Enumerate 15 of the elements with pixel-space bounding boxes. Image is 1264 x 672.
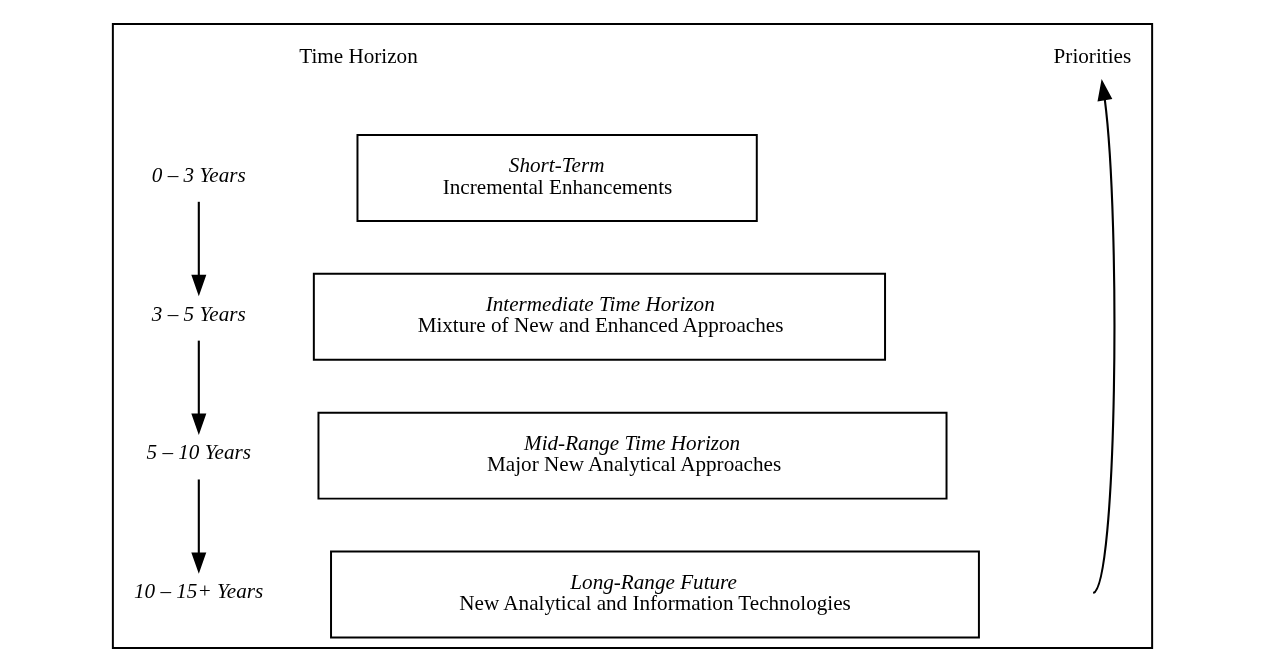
arrow — [1091, 79, 1115, 594]
node-box: Intermediate Time Horizon Mixture of New and Enhanced Approaches — [312, 272, 886, 361]
arrow — [190, 201, 206, 297]
label: Time Horizon — [298, 44, 418, 69]
arrow — [190, 479, 206, 574]
node-text: 0 – 3 Years — [151, 162, 246, 187]
node-text: 3 – 5 Years — [151, 301, 246, 326]
arrow — [190, 340, 206, 436]
cluster — [111, 22, 1153, 650]
node-box: Short-Term Incremental Enhancements — [356, 134, 758, 222]
node-box: Mid-Range Time Horizon Major New Analytical Approaches — [317, 411, 947, 500]
node-box: Long-Range Future New Analytical and Information Technologies — [329, 550, 980, 639]
node-text: Priorities — [1053, 44, 1131, 69]
node-text: 10 – 15+ Years — [133, 579, 263, 604]
node-text: 5 – 10 Years — [146, 440, 251, 465]
